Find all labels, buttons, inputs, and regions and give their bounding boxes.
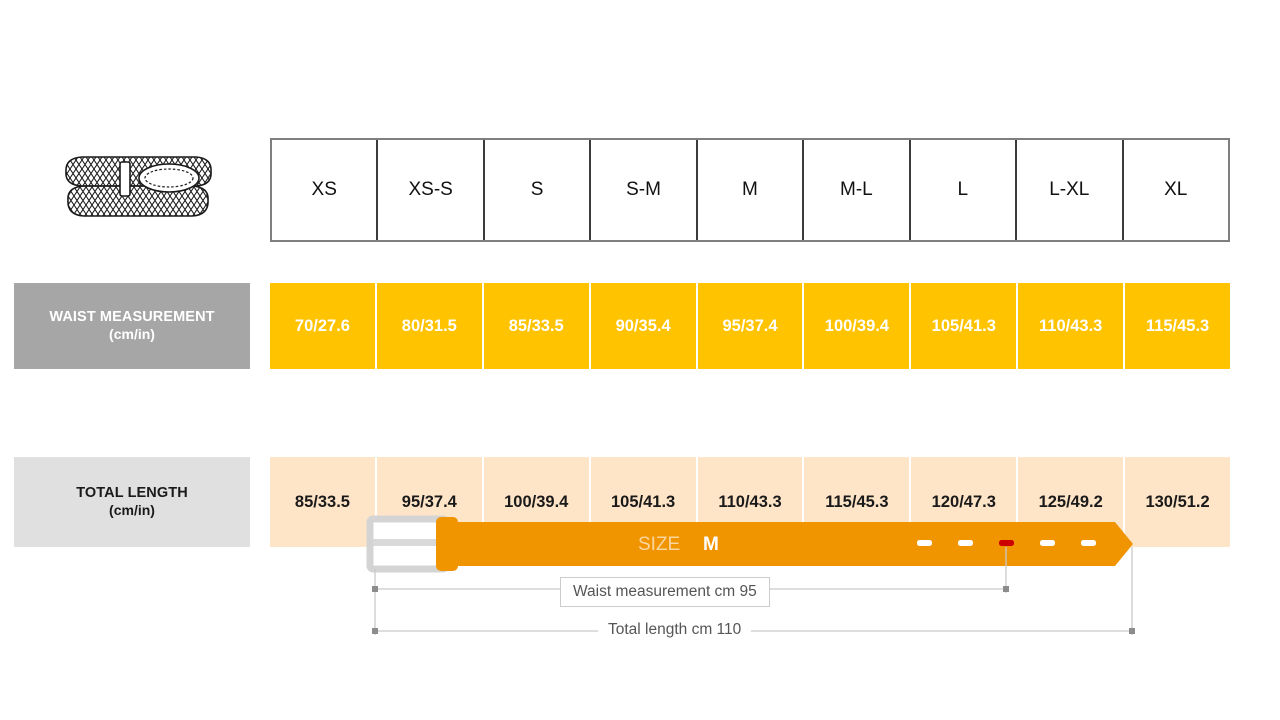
size-header-cell: XL	[1164, 179, 1188, 200]
size-header-cell: L-XL	[1017, 140, 1124, 240]
belt-size-value: M	[703, 534, 719, 555]
total-length-cell: 120/47.3	[911, 457, 1019, 547]
belt-measurement-diagram: SIZE M	[355, 505, 1155, 655]
belt-size-prefix: SIZE	[638, 534, 680, 555]
size-header-cell: M	[698, 140, 805, 240]
waist-cell: 115/45.3	[1145, 316, 1210, 335]
size-header-cell: XS	[272, 140, 379, 240]
waist-cell: 90/35.4	[591, 283, 698, 369]
row-label-total-unit: (cm/in)	[109, 502, 155, 519]
total-length-callout: Total length cm 110	[598, 619, 752, 641]
total-length-cell: 125/49.2	[1018, 457, 1126, 547]
total-length-cell: 115/45.3	[804, 457, 912, 547]
size-header-cell: L	[911, 140, 1018, 240]
total-length-cell: 110/43.3	[698, 457, 805, 547]
waist-cell: 80/31.5	[377, 283, 484, 369]
size-header-cell: M-L	[804, 140, 911, 240]
belt-strap	[443, 522, 1133, 566]
total-length-cell: 85/33.5	[270, 457, 377, 547]
total-length-cell: 130/51.2	[1145, 492, 1210, 511]
table-row-total-length: TOTAL LENGTH (cm/in) 85/33.5 95/37.4 100…	[0, 369, 1280, 547]
size-header-table: XS XS-S S S-M M M-L L L-XL XL	[270, 138, 1230, 242]
total-length-cell: 95/37.4	[377, 457, 484, 547]
waist-measurement-callout: Waist measurement cm 95	[560, 577, 770, 607]
total-length-cell: 105/41.3	[591, 457, 698, 547]
belt-hole	[917, 540, 932, 546]
braided-belt-icon	[65, 156, 212, 217]
waist-cell: 95/37.4	[698, 283, 805, 369]
belt-hole	[1040, 540, 1055, 546]
waist-value-cells: 70/27.6 80/31.5 85/33.5 90/35.4 95/37.4 …	[270, 283, 1230, 369]
table-row-waist-measurement: WAIST MEASUREMENT (cm/in) 70/27.6 80/31.…	[0, 283, 1280, 369]
row-label-waist-main: WAIST MEASUREMENT	[49, 308, 215, 325]
size-header-cell: S-M	[591, 140, 698, 240]
waist-cell: 85/33.5	[484, 283, 591, 369]
row-label-total-length: TOTAL LENGTH (cm/in)	[14, 457, 250, 547]
measurement-rows: WAIST MEASUREMENT (cm/in) 70/27.6 80/31.…	[0, 283, 1280, 547]
waist-cell: 70/27.6	[270, 283, 377, 369]
product-belt-illustration	[52, 142, 224, 242]
size-header-cell: XS-S	[378, 140, 485, 240]
size-header-cell: S	[485, 140, 592, 240]
waist-cell: 110/43.3	[1018, 283, 1126, 369]
belt-hole	[958, 540, 973, 546]
row-label-total-main: TOTAL LENGTH	[76, 484, 188, 501]
total-length-cell: 100/39.4	[484, 457, 591, 547]
row-label-waist-unit: (cm/in)	[109, 326, 155, 343]
total-length-dimension-line	[372, 628, 1135, 634]
waist-cell: 105/41.3	[911, 283, 1019, 369]
belt-hole	[1081, 540, 1096, 546]
row-label-waist: WAIST MEASUREMENT (cm/in)	[14, 283, 250, 369]
belt-hole-active	[999, 540, 1014, 546]
belt-buckle-icon	[366, 515, 451, 573]
waist-cell: 100/39.4	[804, 283, 912, 369]
